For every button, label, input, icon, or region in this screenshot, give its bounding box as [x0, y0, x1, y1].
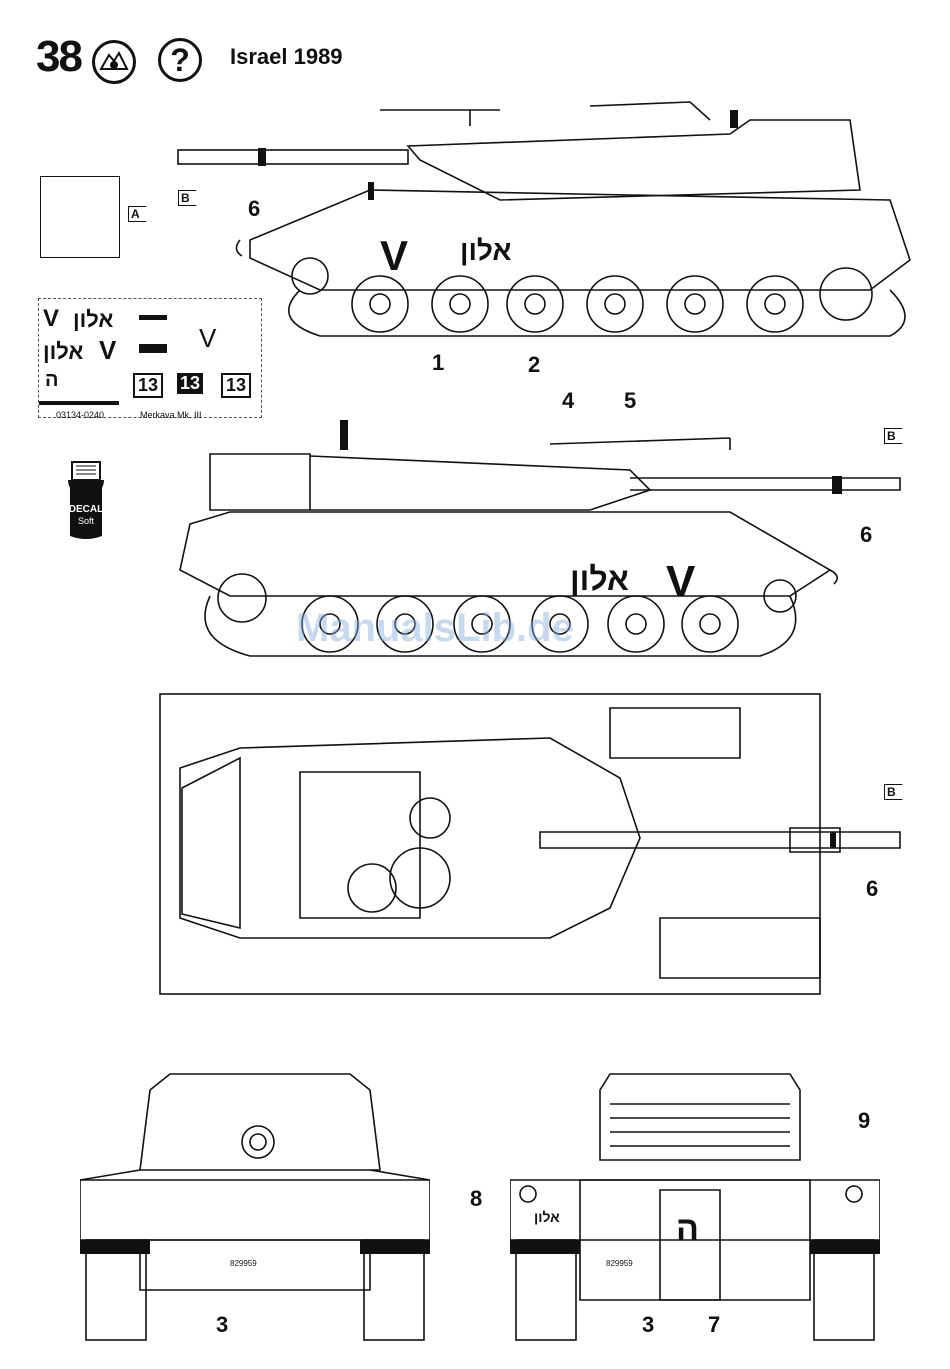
tank-front-view: 829959	[80, 1060, 430, 1350]
callout-6c: 6	[866, 876, 878, 902]
color-swatch	[40, 176, 120, 258]
decal-mark-letter: ה	[45, 369, 59, 392]
callout-9: 9	[858, 1108, 870, 1134]
callout-3a: 3	[216, 1312, 228, 1338]
step-number: 38	[36, 32, 81, 82]
decal-mark-chevron-2: V	[99, 335, 116, 366]
decal-stripe	[139, 349, 167, 353]
question-mark: ?	[170, 42, 190, 79]
hull-hebrew-name-2: אלון	[570, 561, 629, 597]
callout-2: 2	[528, 352, 540, 378]
decal-mark-chevron: V	[43, 305, 59, 333]
color-ref-a-flag: A	[128, 206, 147, 222]
rear-hebrew-name: אלון	[534, 1209, 560, 1225]
rear-plate-number: 829959	[606, 1259, 633, 1268]
decal-number-1: 13	[133, 373, 163, 398]
decal-mark-hebrew-2: אלון	[43, 339, 83, 365]
decal-sheet-code: 03134-0240	[56, 410, 104, 420]
decal-mark-hebrew: אלון	[73, 307, 113, 333]
bottle-label-top: DECAL	[66, 504, 106, 515]
decal-bar	[39, 401, 119, 405]
callout-4: 4	[562, 388, 574, 414]
callout-8: 8	[470, 1186, 482, 1212]
tank-side-view-left: V אלון	[170, 90, 930, 380]
emblem-icon	[92, 40, 136, 84]
callout-6a: 6	[248, 196, 260, 222]
tank-rear-view: ה אלון 829959	[510, 1060, 880, 1350]
callout-6b: 6	[860, 522, 872, 548]
hull-chevron-2: V	[666, 557, 696, 606]
callout-5: 5	[624, 388, 636, 414]
hull-chevron: V	[380, 232, 408, 279]
question-icon: ?	[158, 38, 202, 82]
callout-7: 7	[708, 1312, 720, 1338]
callout-3b: 3	[642, 1312, 654, 1338]
rear-letter-marking: ה	[676, 1210, 699, 1248]
front-plate-number: 829959	[230, 1259, 257, 1268]
decal-soft-bottle-icon: DECAL Soft	[62, 458, 110, 542]
decal-stripes	[139, 315, 167, 349]
hull-hebrew-name: אלון	[460, 235, 511, 266]
bottle-label-bottom: Soft	[66, 516, 106, 526]
page-title: Israel 1989	[230, 44, 343, 70]
tank-top-view	[140, 688, 930, 1008]
watermark: ManualsLib.de	[296, 606, 574, 651]
callout-1: 1	[432, 350, 444, 376]
